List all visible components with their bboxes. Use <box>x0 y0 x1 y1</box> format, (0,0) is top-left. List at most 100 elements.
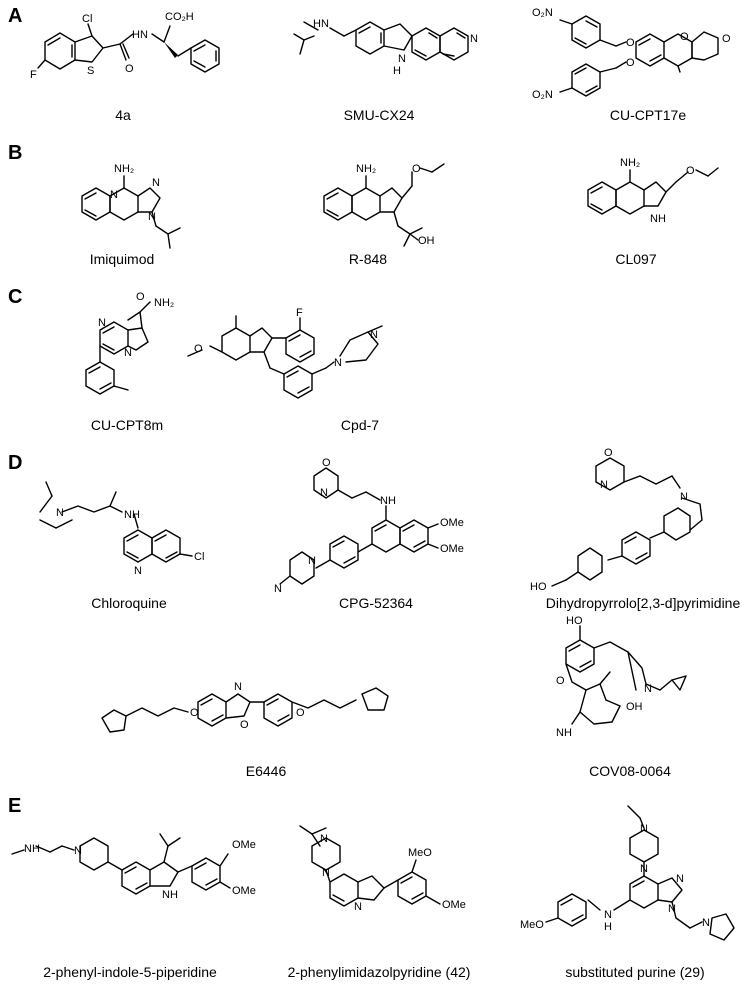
compound-name-smu-cx24: SMU-CX24 <box>343 107 415 123</box>
atom-label-n-pip-cpg-1: N <box>308 555 316 567</box>
atom-label-o: O <box>125 63 134 75</box>
compound-name-2-phenyl-indole-5-piperidine: 2-phenyl-indole-5-piperidine <box>43 964 217 980</box>
atom-label-o-e6446-2: O <box>296 707 305 719</box>
compound-name-4a: 4a <box>115 107 131 123</box>
atom-label-n-pyridine: N <box>470 33 478 45</box>
atom-label-n-cpt8m-1: N <box>98 317 106 329</box>
atom-label-o-cpd7: O <box>194 343 203 355</box>
atom-label-n-purine-3: N <box>668 903 676 915</box>
atom-label-o-chromene: O <box>680 31 689 43</box>
atom-label-n-pip-e2-1: N <box>320 833 328 845</box>
atom-label-oh-cov: OH <box>626 701 643 713</box>
compound-name-chloroquine: Chloroquine <box>91 595 167 611</box>
atom-label-ome-e1-1: OMe <box>232 839 256 851</box>
atom-label-n-imq-1: N <box>110 189 118 201</box>
atom-label-no2-top: O₂N <box>532 7 553 19</box>
compound-name-cl097: CL097 <box>615 251 657 267</box>
compound-name-substituted-purine: substituted purine (29) <box>565 964 705 980</box>
atom-label-n-purine-1: N <box>676 873 684 885</box>
atom-label-h-indole: H <box>393 65 401 77</box>
atom-label-n-quinoline: N <box>134 565 142 577</box>
atom-label-f-cpd7: F <box>296 307 303 319</box>
atom-label-n-cpd7-2: N <box>370 329 378 341</box>
atom-label-nh-cq: NH <box>124 509 140 521</box>
compound-name-cpg-52364: CPG-52364 <box>339 595 413 611</box>
atom-label-ome-e1-2: OMe <box>232 885 256 897</box>
atom-label-n-pip-cpg-2: N <box>274 583 282 595</box>
atom-label-n-pyrrolo: N <box>680 491 688 503</box>
atom-label-n-indole: N <box>398 53 406 65</box>
compound-name-cpd-7: Cpd-7 <box>340 417 380 433</box>
compound-name-cov08-0064: COV08-0064 <box>589 763 671 779</box>
compound-name-cu-cpt17e: CU-CPT17e <box>609 107 687 123</box>
atom-label-o-cpt8m: O <box>136 291 145 303</box>
atom-label-ho-cov: HO <box>566 615 583 627</box>
atom-label-n-benzoxazole: N <box>234 681 242 693</box>
atom-label-cl: Cl <box>82 13 92 25</box>
atom-label-nh-e1: NH <box>24 843 40 855</box>
atom-label-o-e6446-1: O <box>190 707 199 719</box>
atom-label-no2-bottom: O₂N <box>532 89 553 101</box>
panel-label-c: C <box>8 286 23 308</box>
atom-label-ho-dhp: HO <box>530 581 547 593</box>
atom-label-n-morph-dhp: N <box>600 479 608 491</box>
atom-label-o-cov: O <box>556 675 565 687</box>
atom-label-nh2-cpt8m: NH₂ <box>154 297 174 309</box>
atom-label-nh-cl097: NH <box>650 213 666 225</box>
atom-label-n-pyrrolidine: N <box>702 917 710 929</box>
atom-label-ome-e2: OMe <box>442 899 466 911</box>
atom-label-ome-cpg-2: OMe <box>440 543 464 555</box>
compound-name-e6446: E6446 <box>245 763 287 779</box>
atom-label-o-morph: O <box>322 457 331 469</box>
atom-label-n-imq-3: N <box>148 211 156 223</box>
atom-label-co2h: CO₂H <box>165 11 194 23</box>
atom-label-n-purine-2: N <box>604 909 612 921</box>
panel-label-b: B <box>8 142 23 164</box>
compound-name-imiquimod: Imiquimod <box>89 251 155 267</box>
atom-label-n-cov: N <box>644 683 652 695</box>
atom-label-ome-cpg-1: OMe <box>440 517 464 529</box>
atom-label-meo-purine: MeO <box>520 919 544 931</box>
atom-label-o-dhp: O <box>604 447 613 459</box>
atom-label-cl-cq: Cl <box>194 551 204 563</box>
atom-label-n-cpt8m-2: N <box>124 347 132 359</box>
atom-label-oh-r848: OH <box>418 235 435 247</box>
panel-label-a: A <box>8 5 23 27</box>
atom-label-n-purine-pip-1: N <box>640 823 648 835</box>
atom-label-nh2-cl097: NH₂ <box>620 157 640 169</box>
panel-label-d: D <box>8 452 23 474</box>
atom-label-n-cq: N <box>56 507 64 519</box>
atom-label-o-pyran: O <box>722 33 731 45</box>
atom-label-n-morph: N <box>320 487 328 499</box>
atom-label-nh-cpg: NH <box>380 495 396 507</box>
compound-name-cu-cpt8m: CU-CPT8m <box>90 417 164 433</box>
atom-label-hn-smu: HN <box>313 18 329 30</box>
compound-name-dihydropyrrolo: Dihydropyrrolo[2,3-d]pyrimidine <box>545 595 741 611</box>
atom-label-o-cl097: O <box>686 165 695 177</box>
atom-label-hn: HN <box>132 29 148 41</box>
atom-label-o-benzoxazole: O <box>240 719 249 731</box>
atom-label-nh2-r848: NH₂ <box>356 163 376 175</box>
atom-label-n-imidazo: N <box>354 901 362 913</box>
atom-label-s: S <box>87 65 94 77</box>
atom-label-nh-cov: NH <box>556 727 572 739</box>
atom-label-nh-indole-e1: NH <box>162 889 178 901</box>
atom-label-n-imq-2: N <box>152 177 160 189</box>
atom-label-o-ether-2: O <box>626 57 635 69</box>
atom-label-n-pip-e2-2: N <box>322 867 330 879</box>
